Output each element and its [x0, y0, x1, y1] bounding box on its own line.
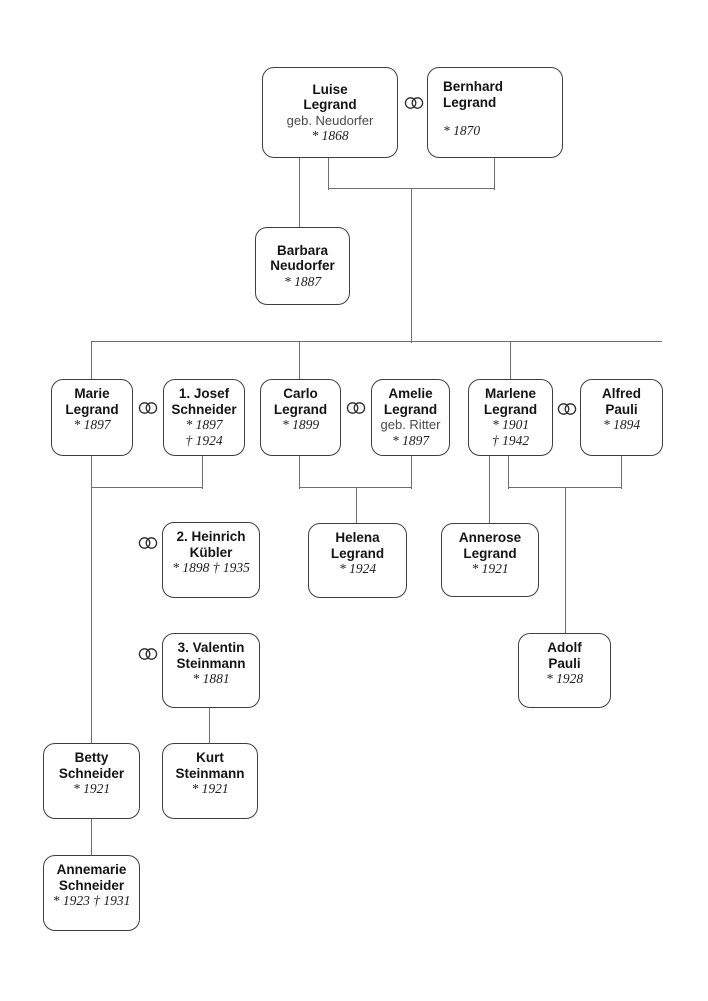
person-dates: * 1924: [338, 561, 377, 576]
connector-amelie-down: [411, 455, 413, 489]
person-name: Helena Legrand: [330, 530, 385, 561]
connector-marlene-alfred-union: [508, 487, 622, 489]
person-node-valentin[interactable]: 3. Valentin Steinmann * 1881: [162, 633, 260, 708]
connector-carlo-amelie-union: [299, 487, 412, 489]
connector-union-to-children: [411, 188, 413, 343]
person-node-kurt[interactable]: Kurt Steinmann * 1921: [162, 743, 258, 819]
connector-drop-to-marie: [91, 341, 93, 380]
person-name: 2. Heinrich Kübler: [176, 529, 246, 560]
person-dates: * 1897: [391, 432, 430, 448]
connector-josef-down: [202, 455, 204, 489]
person-name: Adolf Pauli: [547, 640, 582, 671]
person-node-alfred[interactable]: Alfred Pauli * 1894: [580, 379, 663, 456]
connector-drop-to-carlo: [299, 341, 301, 380]
person-name: Annemarie Schneider: [56, 862, 127, 893]
person-node-josef[interactable]: 1. Josef Schneider * 1897 † 1924: [163, 379, 245, 456]
connector-marlene-down: [508, 455, 510, 489]
person-name: Annerose Legrand: [458, 530, 522, 561]
person-dates: * 1928: [545, 671, 584, 686]
person-dates: * 1887: [283, 273, 322, 289]
person-node-heinrich[interactable]: 2. Heinrich Kübler * 1898 † 1935: [162, 522, 260, 598]
person-dates: * 1901 † 1942: [491, 417, 530, 448]
person-dates: * 1894: [602, 417, 641, 432]
person-dates: * 1897: [73, 417, 111, 432]
person-node-bernhard[interactable]: Bernhard Legrand * 1870: [427, 67, 563, 158]
person-name: Marlene Legrand: [483, 386, 538, 417]
marriage-rings-icon: [557, 403, 577, 415]
connector-carlo-down: [299, 455, 301, 489]
person-dates: * 1897 † 1924: [185, 417, 223, 448]
connector-alfred-down: [621, 455, 623, 489]
marriage-rings-icon: [138, 648, 158, 660]
person-node-marie[interactable]: Marie Legrand * 1897: [51, 379, 133, 456]
connector-drop-to-helena: [356, 488, 358, 524]
person-dates: * 1921: [72, 781, 111, 796]
connector-luise-down: [328, 157, 330, 190]
person-dates: * 1921: [471, 561, 509, 576]
person-dates: * 1881: [192, 671, 230, 686]
person-name: 3. Valentin Steinmann: [176, 640, 246, 671]
person-node-betty[interactable]: Betty Schneider * 1921: [43, 743, 140, 819]
person-dates: * 1921: [191, 781, 229, 796]
person-node-adolf[interactable]: Adolf Pauli * 1928: [518, 633, 611, 708]
person-dates: * 1899: [281, 417, 320, 432]
person-node-luise[interactable]: Luise Legrand geb. Neudorfer * 1868: [262, 67, 398, 158]
connector-luise-to-barbara: [299, 157, 301, 227]
person-name: Carlo Legrand: [273, 386, 328, 417]
connector-marlene-to-annerose: [489, 455, 491, 524]
person-name: Barbara Neudorfer: [270, 242, 335, 274]
connector-betty-to-annemarie: [91, 818, 93, 856]
connector-drop-to-adolf: [565, 488, 567, 634]
connector-marie-to-betty: [91, 455, 93, 744]
marriage-rings-icon: [404, 97, 424, 109]
person-name: Kurt Steinmann: [175, 750, 245, 781]
person-node-carlo[interactable]: Carlo Legrand * 1899: [260, 379, 341, 456]
person-name: 1. Josef Schneider: [171, 386, 237, 417]
person-dates: * 1923 † 1931: [52, 893, 131, 908]
person-name: Marie Legrand: [65, 386, 119, 417]
connector-bernhard-down: [494, 157, 496, 190]
connector-drop-to-marlene: [510, 341, 512, 380]
connector-sibling-line-gen2: [91, 341, 662, 343]
person-dates: * 1868: [311, 128, 349, 143]
person-name: Luise Legrand: [303, 81, 357, 113]
person-node-helena[interactable]: Helena Legrand * 1924: [308, 523, 407, 598]
person-node-amelie[interactable]: Amelie Legrand geb. Ritter * 1897: [371, 379, 450, 456]
person-dates: * 1870: [443, 123, 481, 138]
person-maiden: geb. Ritter: [380, 417, 441, 432]
person-dates: * 1898 † 1935: [172, 560, 250, 575]
person-node-annemarie[interactable]: Annemarie Schneider * 1923 † 1931: [43, 855, 140, 931]
marriage-rings-icon: [346, 402, 366, 414]
person-node-barbara[interactable]: Barbara Neudorfer * 1887: [255, 227, 350, 305]
marriage-rings-icon: [138, 537, 158, 549]
person-node-annerose[interactable]: Annerose Legrand * 1921: [441, 523, 539, 597]
person-name: Alfred Pauli: [601, 386, 641, 417]
person-name: Betty Schneider: [58, 750, 125, 781]
connector-valentin-to-kurt: [209, 707, 211, 744]
person-node-marlene[interactable]: Marlene Legrand * 1901 † 1942: [468, 379, 553, 456]
person-name: Bernhard Legrand: [443, 79, 504, 110]
person-name: Amelie Legrand: [383, 386, 438, 417]
person-maiden: geb. Neudorfer: [286, 112, 374, 128]
connector-marie-josef-union: [91, 487, 203, 489]
marriage-rings-icon: [138, 402, 158, 414]
